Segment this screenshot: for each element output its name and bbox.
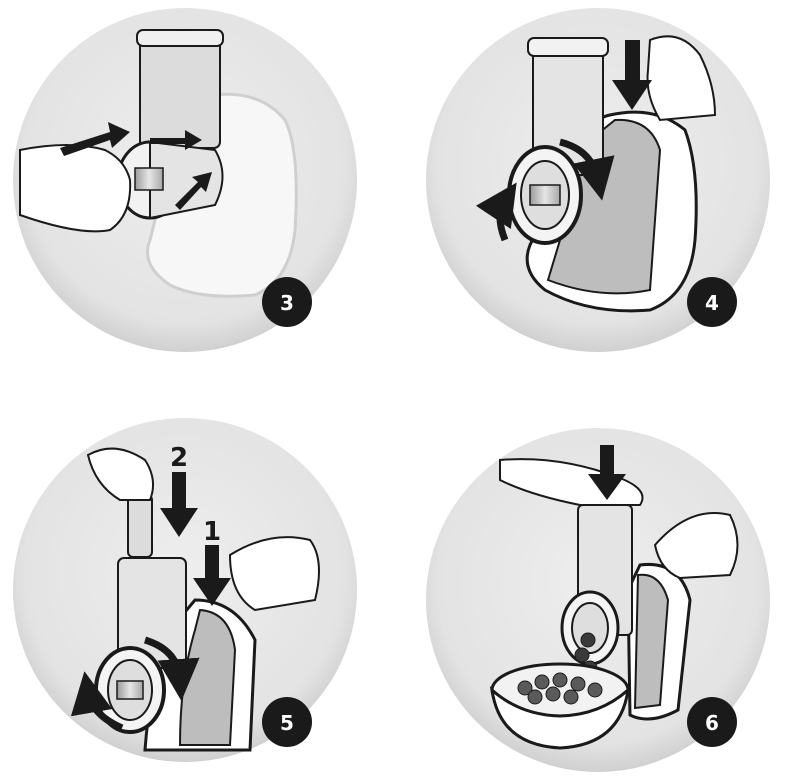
step-5-label-2: 2 xyxy=(170,443,188,473)
step-6-number: 6 xyxy=(705,711,719,735)
step-3-panel: 3 xyxy=(13,8,357,352)
step-4-panel: 4 xyxy=(426,8,770,352)
hand-icon xyxy=(230,537,319,610)
hand-icon xyxy=(20,145,130,231)
step-3-chute xyxy=(140,38,220,148)
step-5-panel: 2 1 5 xyxy=(13,418,357,762)
step-5-pusher xyxy=(128,495,152,557)
step-3-number: 3 xyxy=(280,291,294,315)
step-5-label-1: 1 xyxy=(203,517,221,547)
step-4-number: 4 xyxy=(705,291,719,315)
step-5-number: 5 xyxy=(280,711,294,735)
step-6-panel: 6 xyxy=(426,428,770,772)
